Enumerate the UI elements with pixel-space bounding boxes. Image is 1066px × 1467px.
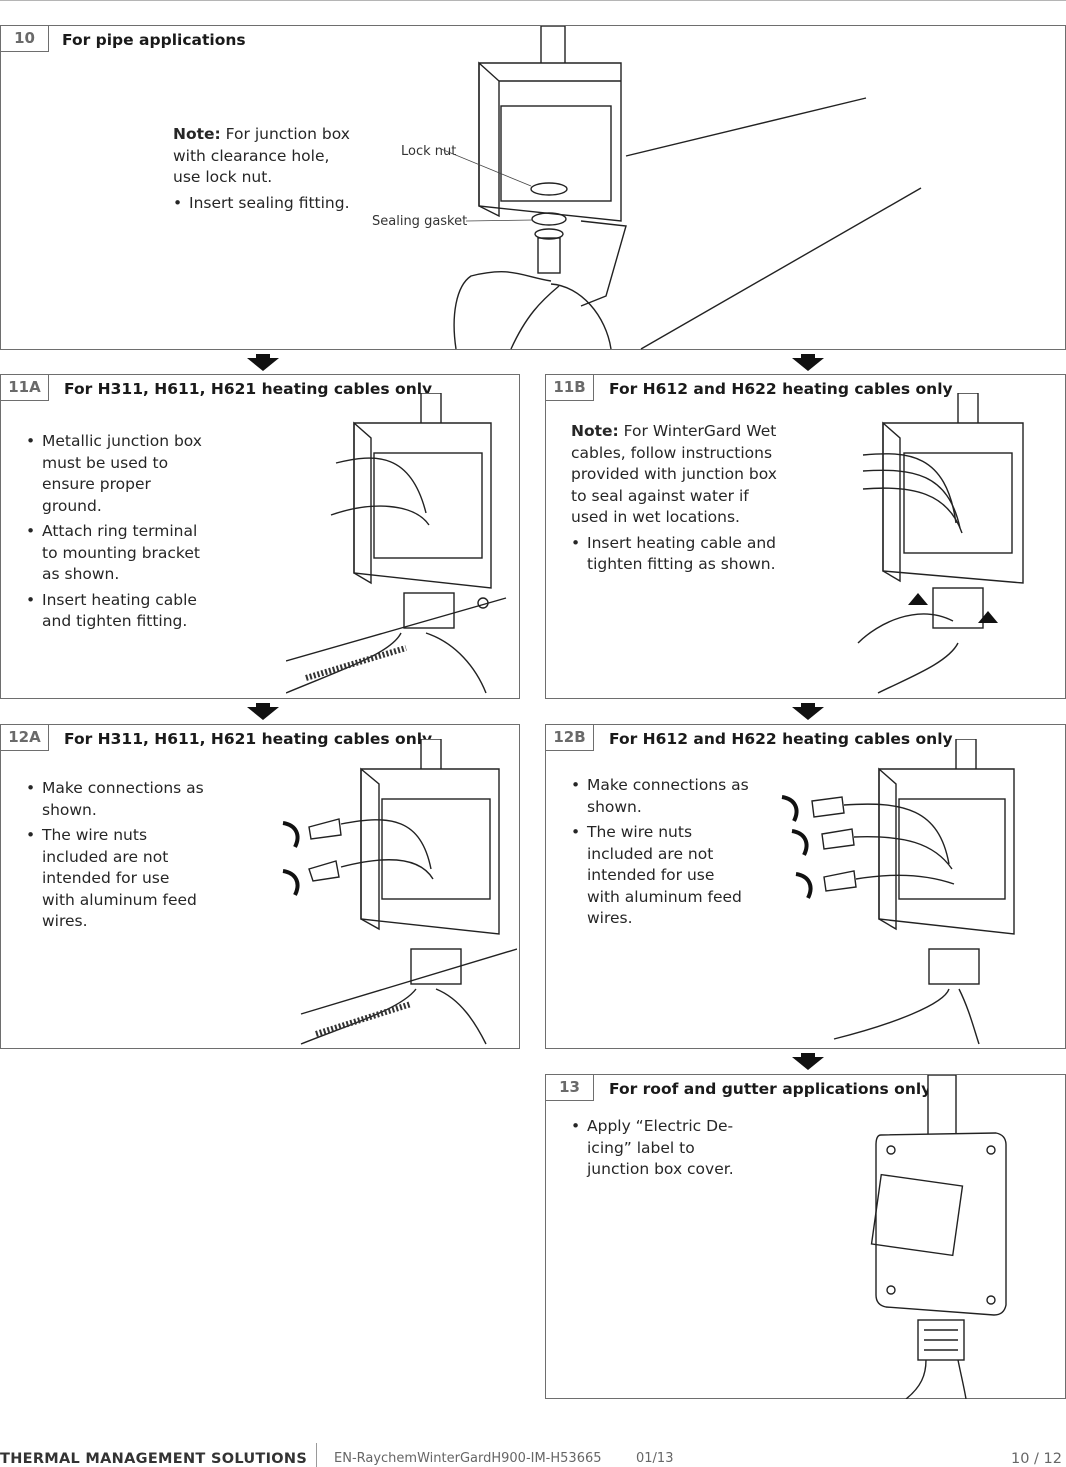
step-number: 12B (546, 725, 594, 751)
down-arrow-icon (792, 703, 824, 720)
footer-divider (316, 1443, 317, 1467)
bullet-list: Apply “Electric De-icing” label to junct… (571, 1116, 751, 1181)
step-title: For H612 and H622 heating cables only (609, 380, 953, 398)
list-item: Make connections as shown. (26, 778, 206, 821)
bullet-list: Make connections as shown. The wire nuts… (571, 775, 751, 930)
step-instructions: Metallic junction box must be used to en… (26, 427, 206, 633)
step-number: 12A (1, 725, 49, 751)
footer-brand: THERMAL MANAGEMENT SOLUTIONS (0, 1451, 308, 1467)
bullet-list: Metallic junction box must be used to en… (26, 431, 206, 633)
bullet-list: Insert sealing fitting. (173, 193, 358, 215)
step-number: 13 (546, 1075, 594, 1101)
junction-box-cable-illustration (286, 393, 507, 694)
note: Note: For WinterGard Wet cables, follow … (571, 421, 786, 529)
down-arrow-icon (247, 354, 279, 371)
list-item: Insert heating cable and tighten fitting… (571, 533, 786, 576)
down-arrow-icon (792, 354, 824, 371)
step-11a-panel: 11A For H311, H611, H621 heating cables … (0, 374, 520, 699)
list-item: The wire nuts included are not intended … (26, 825, 206, 933)
list-item: Apply “Electric De-icing” label to junct… (571, 1116, 751, 1181)
step-title: For roof and gutter applications only (609, 1080, 932, 1098)
step-title: For H311, H611, H621 heating cables only (64, 730, 433, 748)
down-arrow-icon (247, 703, 279, 720)
wire-connection-illustration (282, 739, 517, 1045)
step-instructions: Make connections as shown. The wire nuts… (26, 774, 206, 933)
list-item: Attach ring terminal to mounting bracket… (26, 521, 206, 586)
step-instructions: Make connections as shown. The wire nuts… (571, 771, 751, 930)
step-13-panel: 13 For roof and gutter applications only… (545, 1074, 1066, 1399)
wire-connection-illustration (781, 739, 1015, 1045)
step-number: 11B (546, 375, 594, 401)
top-rule (0, 0, 1066, 1)
page-number: 10 / 12 (1010, 1451, 1062, 1467)
bullet-list: Insert heating cable and tighten fitting… (571, 533, 786, 576)
step-12a-panel: 12A For H311, H611, H621 heating cables … (0, 724, 520, 1049)
step-instructions: Note: For junction box with clearance ho… (173, 124, 358, 214)
step-number: 11A (1, 375, 49, 401)
step-title: For H311, H611, H621 heating cables only (64, 380, 433, 398)
list-item: The wire nuts included are not intended … (571, 822, 751, 930)
bullet-list: Make connections as shown. The wire nuts… (26, 778, 206, 933)
list-item: Insert heating cable and tighten fitting… (26, 590, 206, 633)
step-instructions: Apply “Electric De-icing” label to junct… (571, 1112, 751, 1181)
note-label: Note: (571, 422, 619, 440)
note: Note: For junction box with clearance ho… (173, 124, 358, 189)
step-12b-panel: 12B For H612 and H622 heating cables onl… (545, 724, 1066, 1049)
note-text: For junction box with clearance hole, us… (173, 125, 350, 186)
junction-box-cover-illustration (870, 1075, 1007, 1399)
junction-box-cable-illustration (857, 393, 1024, 694)
sealing-gasket-callout: Sealing gasket (372, 214, 468, 229)
pipe-junction-box-illustration (441, 26, 922, 350)
footer-date: 01/13 (636, 1451, 674, 1466)
list-item: Make connections as shown. (571, 775, 751, 818)
list-item: Metallic junction box must be used to en… (26, 431, 206, 517)
footer-document-id: EN-RaychemWinterGardH900-IM-H53665 (334, 1451, 602, 1466)
note-text: For WinterGard Wet cables, follow instru… (571, 422, 777, 526)
list-item: Insert sealing fitting. (173, 193, 358, 215)
lock-nut-callout: Lock nut (401, 144, 457, 159)
note-label: Note: (173, 125, 221, 143)
down-arrow-icon (792, 1053, 824, 1070)
step-number: 10 (1, 26, 49, 52)
step-11b-panel: 11B For H612 and H622 heating cables onl… (545, 374, 1066, 699)
step-instructions: Note: For WinterGard Wet cables, follow … (571, 421, 786, 576)
step-title: For H612 and H622 heating cables only (609, 730, 953, 748)
step-10-panel: 10 For pipe applications Note: For junct… (0, 25, 1066, 350)
step-title: For pipe applications (62, 31, 246, 49)
